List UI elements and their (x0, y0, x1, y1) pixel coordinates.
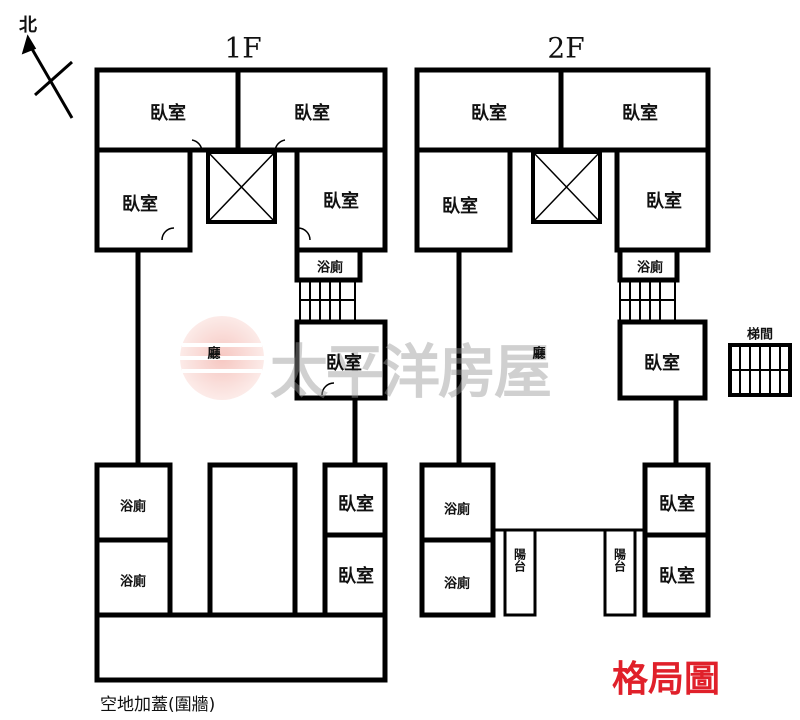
compass-icon (21, 34, 74, 119)
room-label: 臥室 (622, 103, 658, 124)
room-label: 浴廁 (443, 576, 471, 592)
room-label: 浴廁 (119, 499, 147, 515)
floor2-title: 2F (547, 31, 585, 65)
diagram-title: 格局圖 (612, 659, 721, 700)
room-label: 臥室 (644, 353, 680, 374)
room-label: 臥室 (338, 566, 374, 587)
floor1-walls (94, 67, 388, 683)
room-label: 浴廁 (316, 260, 344, 276)
north-label: 北 (19, 15, 37, 36)
room-label: 臥室 (326, 353, 362, 374)
floor2-walls (414, 67, 792, 618)
room-label: 臥室 (323, 191, 359, 212)
room-label: 浴廁 (443, 502, 471, 518)
watermark-logo (180, 316, 264, 400)
room-label: 浴廁 (636, 260, 664, 276)
room-label: 臥室 (659, 566, 695, 587)
floor1-title: 1F (224, 31, 262, 65)
room-label: 陽台 (612, 548, 627, 572)
room-label: 廳 (532, 346, 546, 362)
room-label: 臥室 (294, 103, 330, 124)
stair-label: 梯間 (746, 327, 774, 343)
room-label: 臥室 (659, 494, 695, 515)
room-label: 臥室 (442, 196, 478, 217)
room-label: 臥室 (338, 494, 374, 515)
room-label: 浴廁 (119, 574, 147, 590)
room-label: 臥室 (471, 103, 507, 124)
room-label: 臥室 (150, 103, 186, 124)
watermark-text: 太平洋房屋 (270, 338, 552, 406)
room-label: 臥室 (646, 191, 682, 212)
room-label: 陽台 (512, 548, 527, 572)
yard-label: 空地加蓋(圍牆) (100, 695, 216, 715)
room-label: 臥室 (122, 194, 158, 215)
room-label: 廳 (207, 346, 221, 362)
